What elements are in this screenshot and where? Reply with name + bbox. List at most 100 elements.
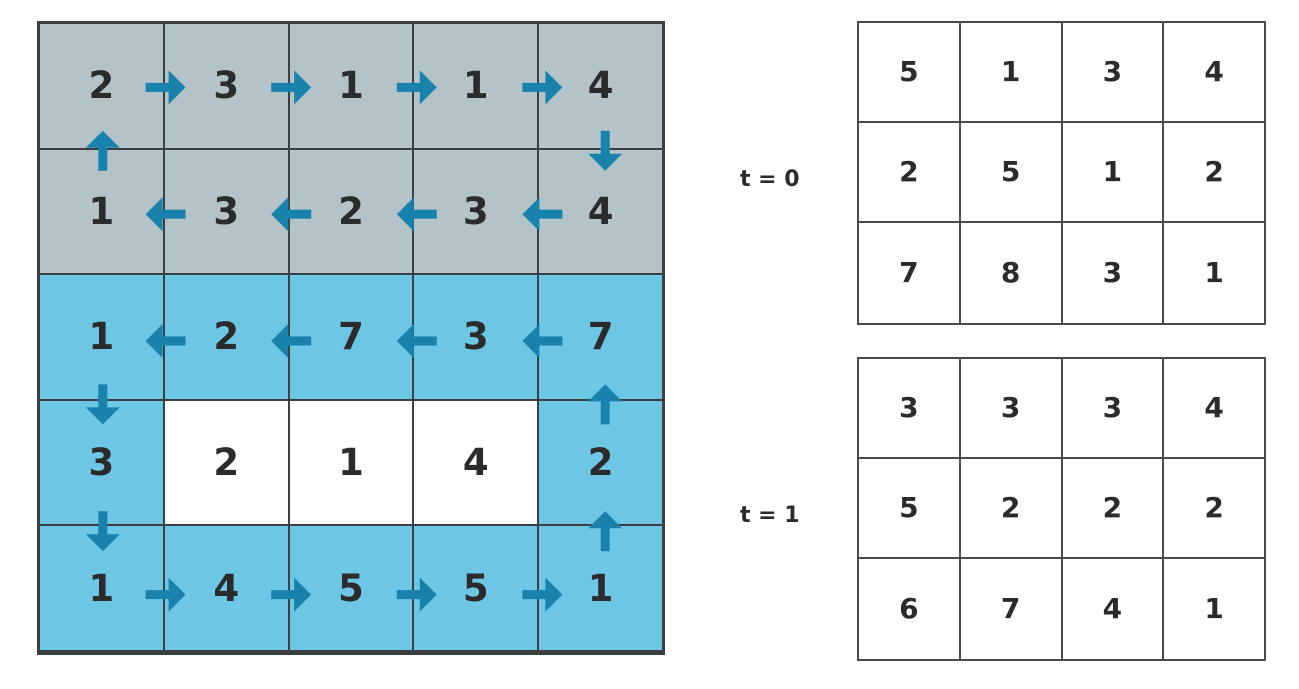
flow-cell-r2c3[interactable]: 3 (414, 275, 540, 401)
value-cell-r0c0[interactable]: 5 (859, 23, 961, 123)
flow-cell-r0c0[interactable]: 2 (40, 24, 165, 150)
flow-grid-row: 2 3 1 1 4 (40, 24, 662, 150)
value-cell-r1c1[interactable]: 5 (960, 122, 1063, 223)
flow-cell-value: 1 (88, 189, 115, 233)
value-cell-r2c0[interactable]: 7 (859, 222, 961, 323)
value-table-row: 7 8 3 1 (859, 222, 1264, 323)
flow-cell-value: 1 (338, 441, 364, 485)
value-cell-r2c1[interactable]: 7 (961, 558, 1063, 659)
value-cell-r1c3[interactable]: 2 (1164, 123, 1264, 223)
value-cell-r0c3[interactable]: 4 (1164, 23, 1264, 123)
flow-cell-r1c1[interactable]: 3 (164, 149, 290, 276)
value-cell-text: 3 (1102, 54, 1123, 88)
value-cell-r0c1[interactable]: 1 (960, 23, 1063, 123)
flow-cell-r2c1[interactable]: 2 (164, 275, 290, 401)
value-cell-text: 8 (1000, 255, 1021, 289)
value-cell-r0c1[interactable]: 3 (960, 359, 1063, 459)
value-cell-r2c3[interactable]: 1 (1164, 223, 1264, 323)
flow-cell-r3c3[interactable]: 4 (414, 400, 540, 527)
flow-cell-value: 4 (462, 441, 489, 485)
value-cell-r1c2[interactable]: 1 (1062, 122, 1165, 223)
value-table-row: 5 2 2 2 (859, 458, 1264, 559)
value-cell-r0c2[interactable]: 3 (1062, 359, 1165, 459)
value-cell-r2c2[interactable]: 3 (1063, 222, 1165, 323)
flow-cell-value: 3 (213, 64, 240, 108)
flow-cell-value: 1 (462, 64, 489, 108)
flow-cell-value: 2 (338, 189, 364, 233)
flow-cell-r4c3[interactable]: 5 (414, 526, 540, 652)
value-cell-text: 5 (899, 490, 919, 524)
value-cell-r1c0[interactable]: 5 (859, 458, 961, 559)
value-cell-text: 7 (1000, 591, 1021, 625)
flow-cell-r1c4[interactable]: 4 (539, 149, 662, 276)
value-cell-r1c2[interactable]: 2 (1062, 458, 1165, 559)
flow-cell-value: 7 (338, 315, 364, 359)
flow-cell-r2c4[interactable]: 7 (539, 275, 662, 401)
flow-cell-r3c2[interactable]: 1 (289, 400, 415, 527)
value-cell-text: 3 (899, 390, 919, 424)
flow-grid-row: 1 2 7 3 7 (40, 275, 662, 401)
value-table-row: 3 3 3 4 (859, 359, 1264, 459)
flow-cell-r3c1[interactable]: 2 (164, 400, 290, 527)
value-cell-text: 6 (899, 591, 919, 625)
flow-cell-r3c4[interactable]: 2 (539, 400, 662, 527)
flow-cell-r1c3[interactable]: 3 (414, 149, 540, 276)
value-cell-r1c1[interactable]: 2 (960, 458, 1063, 559)
value-cell-text: 4 (1102, 591, 1123, 625)
value-table-t0: 5 1 3 4 2 5 1 2 7 8 3 1 (857, 21, 1266, 325)
flow-cell-value: 1 (587, 566, 614, 610)
value-cell-text: 2 (899, 154, 919, 188)
value-cell-text: 2 (1000, 490, 1021, 524)
flow-cell-value: 2 (213, 315, 240, 359)
value-cell-r2c2[interactable]: 4 (1063, 558, 1165, 659)
value-table-t1: 3 3 3 4 5 2 2 2 6 7 4 1 (857, 357, 1266, 661)
flow-cell-value: 2 (213, 441, 240, 485)
value-cell-r0c2[interactable]: 3 (1062, 23, 1165, 123)
flow-grid-row: 1 4 5 5 1 (40, 526, 662, 652)
value-cell-r2c0[interactable]: 6 (859, 558, 961, 659)
flow-cell-r1c0[interactable]: 1 (40, 149, 165, 276)
flow-cell-r4c1[interactable]: 4 (164, 526, 290, 652)
flow-cell-value: 5 (338, 566, 364, 610)
value-cell-r2c3[interactable]: 1 (1164, 559, 1264, 659)
flow-cell-r3c0[interactable]: 3 (40, 400, 165, 527)
flow-cell-r0c1[interactable]: 3 (164, 24, 290, 150)
value-cell-text: 4 (1204, 390, 1224, 424)
value-table-row: 2 5 1 2 (859, 122, 1264, 223)
value-cell-r0c3[interactable]: 4 (1164, 359, 1264, 459)
value-cell-text: 1 (1102, 154, 1123, 188)
value-cell-r0c0[interactable]: 3 (859, 359, 961, 459)
value-cell-r2c1[interactable]: 8 (961, 222, 1063, 323)
flow-cell-r0c2[interactable]: 1 (289, 24, 415, 150)
value-cell-text: 2 (1102, 490, 1123, 524)
flow-cell-value: 1 (88, 566, 115, 610)
flow-cell-r4c2[interactable]: 5 (289, 526, 415, 652)
flow-cell-r0c3[interactable]: 1 (414, 24, 540, 150)
value-cell-text: 2 (1204, 154, 1224, 188)
value-cell-text: 1 (1000, 54, 1021, 88)
flow-cell-value: 5 (462, 566, 489, 610)
value-cell-text: 3 (1102, 390, 1123, 424)
value-cell-text: 4 (1204, 54, 1224, 88)
flow-cell-r4c4[interactable]: 1 (539, 526, 662, 652)
flow-cell-value: 1 (338, 64, 364, 108)
value-cell-text: 7 (899, 255, 919, 289)
flow-cell-value: 4 (587, 64, 614, 108)
flow-cell-value: 4 (213, 566, 240, 610)
flow-cell-r0c4[interactable]: 4 (539, 24, 662, 150)
flow-grid: 2 3 1 1 4 1 3 2 3 4 1 2 7 3 7 3 2 1 4 2 … (37, 21, 665, 655)
value-cell-r1c3[interactable]: 2 (1164, 459, 1264, 559)
flow-cell-r2c2[interactable]: 7 (289, 275, 415, 401)
flow-cell-r1c2[interactable]: 2 (289, 149, 415, 276)
flow-cell-value: 3 (88, 441, 115, 485)
value-cell-text: 1 (1204, 255, 1224, 289)
flow-cell-r2c0[interactable]: 1 (40, 275, 165, 401)
flow-cell-r4c0[interactable]: 1 (40, 526, 165, 652)
table-label-t1: t = 1 (740, 503, 800, 528)
value-cell-text: 3 (1102, 255, 1123, 289)
value-cell-text: 2 (1204, 490, 1224, 524)
value-table-row: 5 1 3 4 (859, 23, 1264, 123)
flow-cell-value: 7 (587, 315, 614, 359)
value-cell-r1c0[interactable]: 2 (859, 122, 961, 223)
flow-cell-value: 2 (587, 441, 614, 485)
